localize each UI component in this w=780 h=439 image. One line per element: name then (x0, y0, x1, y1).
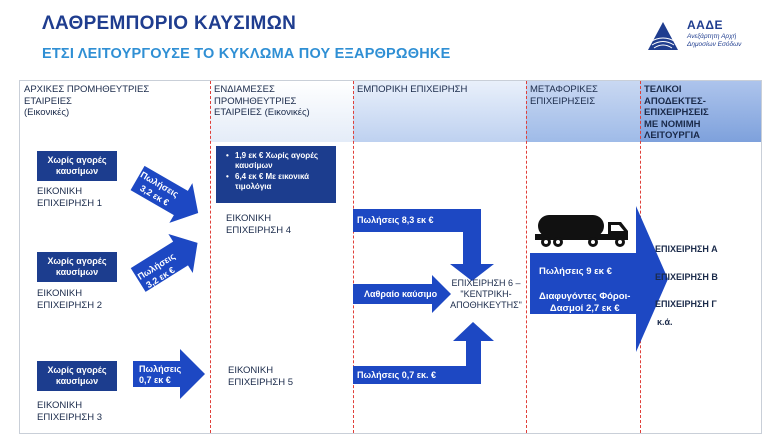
company-6-label: ΕΠΙΧΕΙΡΗΣΗ 6 –"ΚΕΝΤΡΙΚΗ-ΑΠΟΘΗΚΕΥΤΗΣ" (450, 278, 522, 310)
arrow-label: Πωλήσεις 0,7 εκ. € (357, 370, 437, 380)
diagram-frame (19, 80, 762, 434)
bullet-item: 1,9 εκ € Χωρίς αγορές καυσίμων (226, 151, 330, 171)
bullet-item: 6,4 εκ € Με εικονικά τιμολόγια (226, 172, 330, 192)
aade-logo: ΑΑΔΕ Ανεξάρτητη Αρχή Δημοσίων Εσόδων (646, 16, 766, 56)
arrow-label: Λαθραίο καύσιμο (364, 289, 438, 299)
evaded-taxes-label: Διαφυγόντες Φόροι-Δασμοί 2,7 εκ € (539, 291, 631, 314)
page-subtitle: ΕΤΣΙ ΛΕΙΤΟΥΡΓΟΥΣΕ ΤΟ ΚΥΚΛΩΜΑ ΠΟΥ ΕΞΑΡΘΡΩ… (42, 46, 451, 62)
arrow-supplier3-to-company5 (133, 349, 205, 399)
arrow-supplier2-to-company4 (130, 234, 198, 292)
column-divider (353, 81, 354, 433)
tanker-truck-icon (535, 215, 628, 247)
transport-sales-label: Πωλήσεις 9 εκ € (539, 266, 612, 277)
logo-name: ΑΑΔΕ (687, 18, 723, 32)
arrow-label: Πωλήσεις 8,3 εκ € (357, 215, 434, 225)
arrow-supplier1-to-company4 (130, 165, 199, 223)
page-title: ΛΑΘΡΕΜΠΟΡΙΟ ΚΑΥΣΙΜΩΝ (42, 13, 297, 34)
arrow-transport-to-recipients (530, 206, 668, 352)
recipient-others: κ.ά. (657, 317, 673, 327)
column-divider (210, 81, 211, 433)
column-divider (526, 81, 527, 433)
recipient-a: ΕΠΙΧΕΙΡΗΣΗ Α (655, 244, 718, 254)
column-header-commercial-business: ΕΜΠΟΡΙΚΗ ΕΠΙΧΕΙΡΗΣΗ (353, 81, 526, 142)
arrow-illegal-fuel (353, 275, 451, 313)
logo-subtitle: Ανεξάρτητη Αρχή Δημοσίων Εσόδων (687, 33, 742, 48)
arrow-sales-0-7 (353, 322, 494, 384)
intermediate-amounts-box: 1,9 εκ € Χωρίς αγορές καυσίμων 6,4 εκ € … (216, 146, 336, 203)
recipient-c: ΕΠΙΧΕΙΡΗΣΗ Γ (655, 299, 717, 309)
aade-logo-icon (648, 22, 678, 50)
recipient-b: ΕΠΙΧΕΙΡΗΣΗ Β (655, 272, 718, 282)
arrow-sales-8-3 (353, 209, 494, 281)
